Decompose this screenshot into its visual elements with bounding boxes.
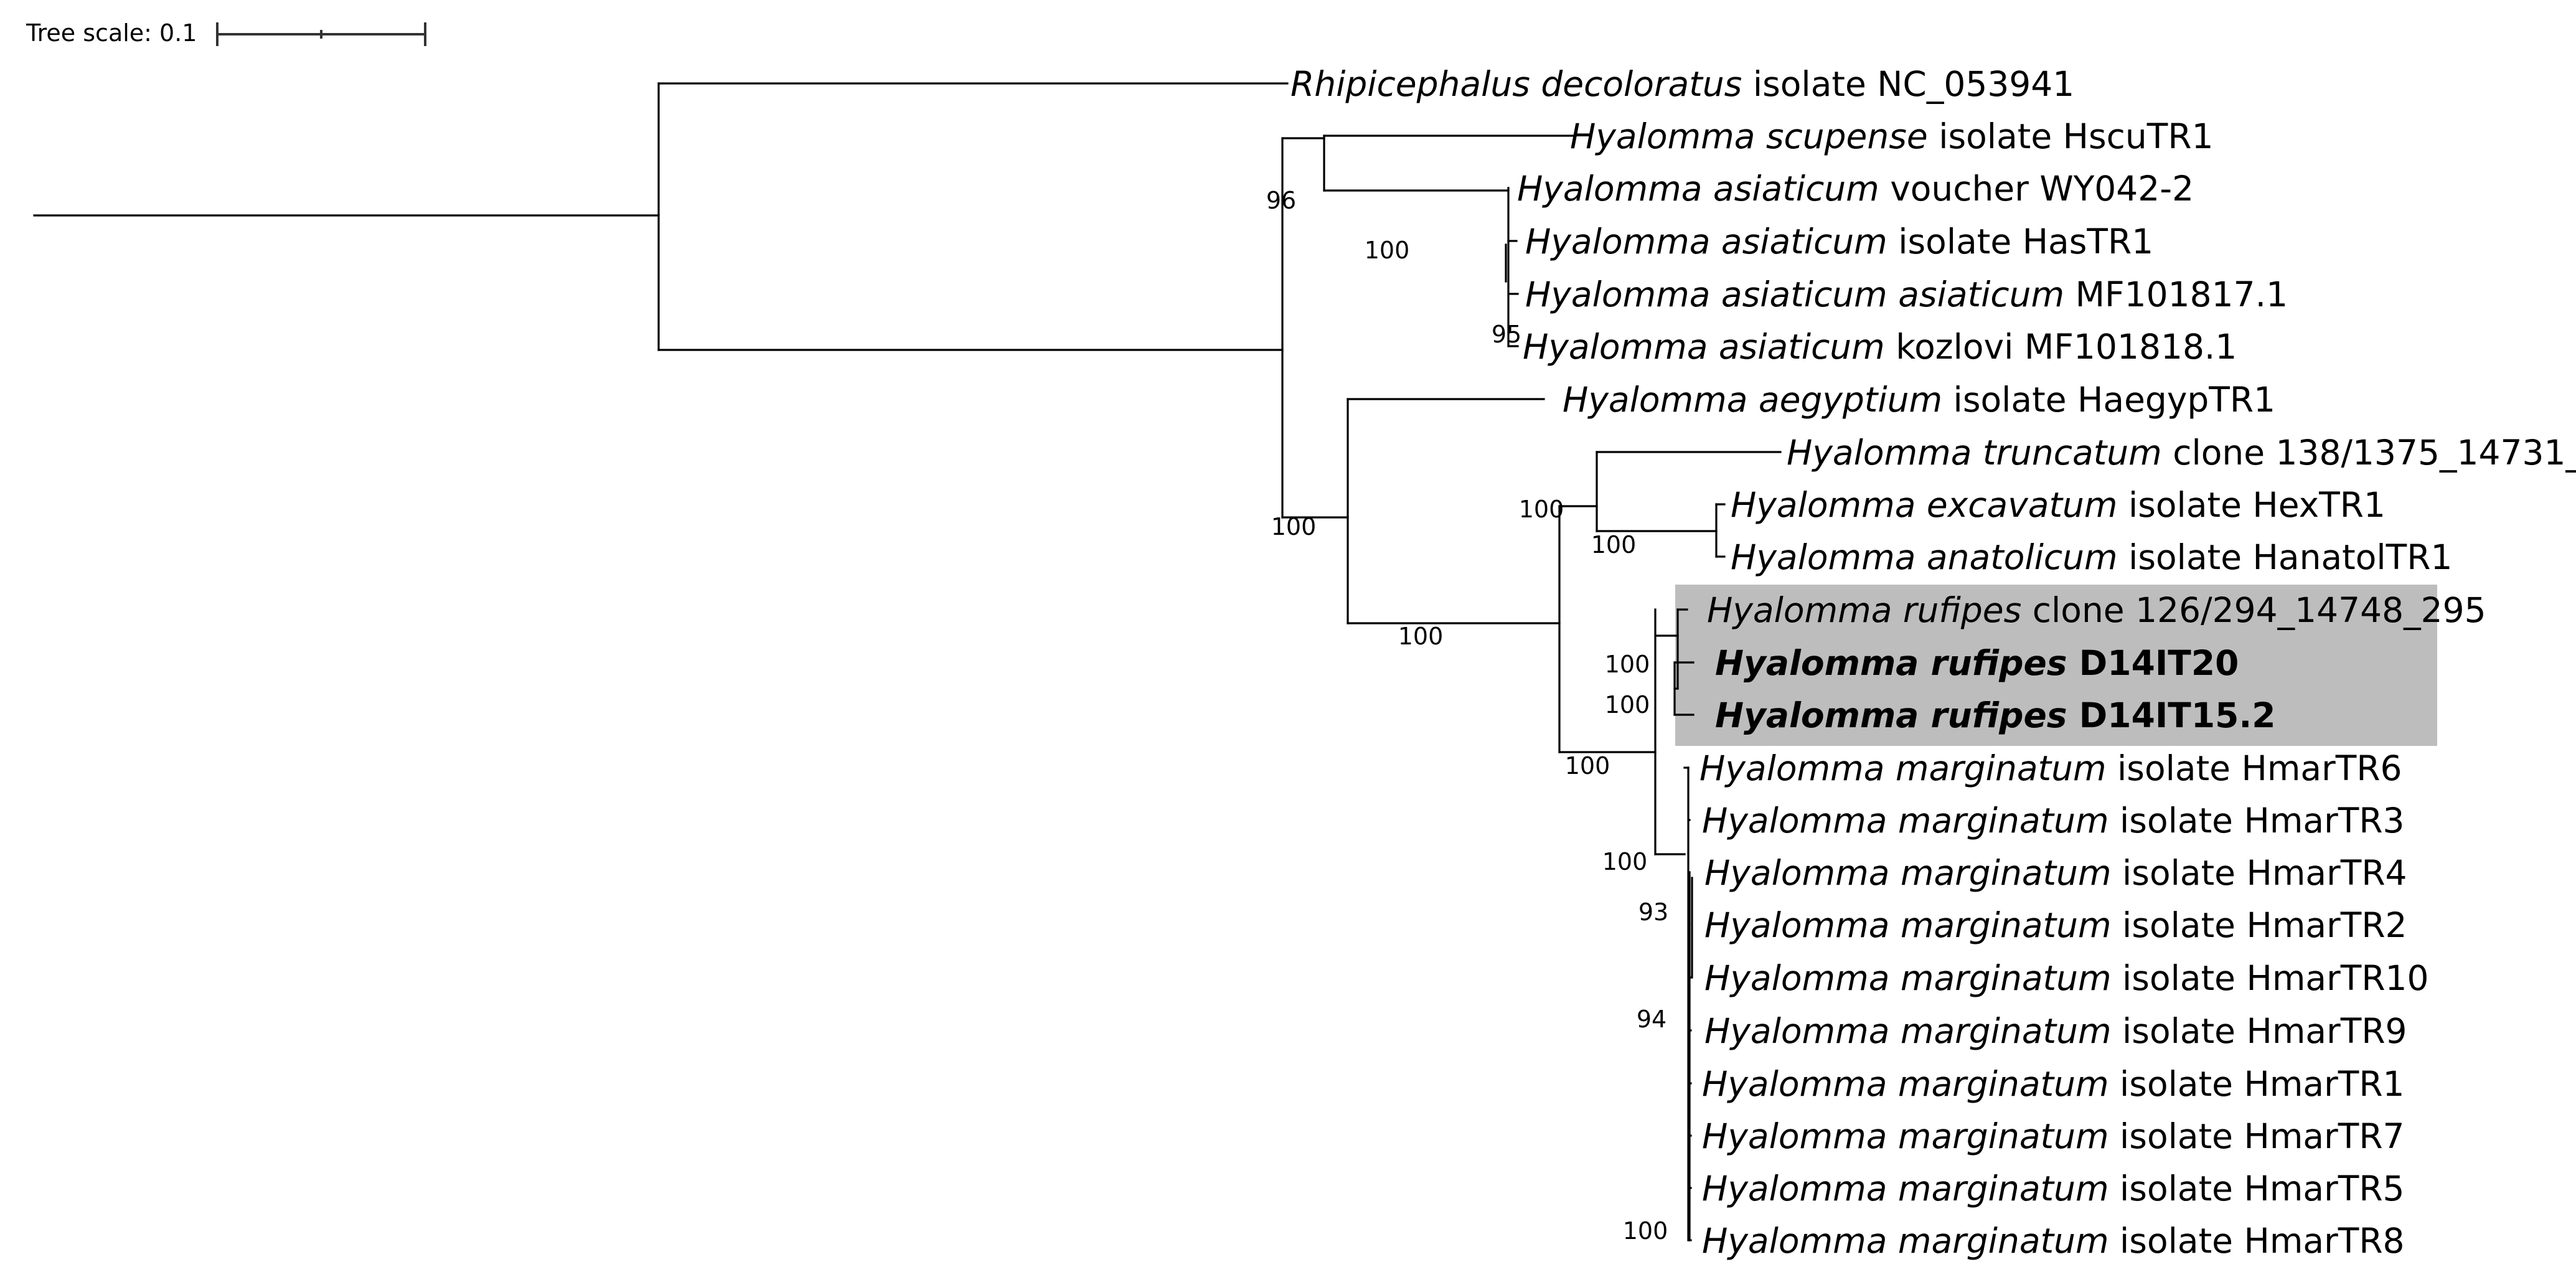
support-value: 100 bbox=[1271, 513, 1317, 540]
taxon-label: Hyalomma marginatum isolate HmarTR9 bbox=[1704, 1011, 2407, 1051]
taxon-species: Hyalomma truncatum bbox=[1787, 433, 2162, 473]
taxon-label: Hyalomma asiaticum voucher WY042-2 bbox=[1517, 169, 2194, 209]
taxon-species: Hyalomma rufipes bbox=[1707, 590, 2021, 630]
taxon-detail: isolate HmarTR2 bbox=[2112, 905, 2407, 945]
taxon-detail: isolate HmarTR5 bbox=[2109, 1169, 2405, 1208]
taxon-species: Hyalomma marginatum bbox=[1704, 853, 2112, 893]
taxon-label: Hyalomma aegyptium isolate HaegypTR1 bbox=[1563, 380, 2275, 420]
taxon-species: Hyalomma rufipes bbox=[1715, 643, 2067, 683]
taxon-species: Hyalomma scupense bbox=[1570, 116, 1928, 156]
branches bbox=[33, 82, 1782, 1241]
support-value: 100 bbox=[1591, 531, 1637, 558]
taxon-detail: isolate HmarTR8 bbox=[2109, 1221, 2405, 1261]
taxon-species: Hyalomma marginatum bbox=[1702, 801, 2109, 841]
taxon-species: Hyalomma rufipes bbox=[1715, 695, 2067, 735]
taxon-species: Hyalomma marginatum bbox=[1702, 1116, 2109, 1156]
taxon-label: Hyalomma scupense isolate HscuTR1 bbox=[1570, 116, 2214, 156]
taxon-species: Hyalomma asiaticum bbox=[1517, 169, 1879, 209]
taxon-label: Hyalomma marginatum isolate HmarTR8 bbox=[1702, 1221, 2405, 1261]
taxon-species: Hyalomma asiaticum bbox=[1523, 327, 1885, 367]
taxon-species: Hyalomma asiaticum bbox=[1525, 222, 1887, 261]
taxon-detail: isolate HasTR1 bbox=[1887, 222, 2153, 261]
taxon-label: Rhipicephalus decoloratus isolate NC_053… bbox=[1290, 64, 2074, 104]
taxon-species: Hyalomma asiaticum asiaticum bbox=[1525, 275, 2064, 314]
taxon-species: Hyalomma marginatum bbox=[1704, 1011, 2112, 1051]
taxon-species: Hyalomma aegyptium bbox=[1563, 380, 1942, 420]
taxon-label: Hyalomma asiaticum asiaticum MF101817.1 bbox=[1525, 275, 2288, 314]
taxon-label: Hyalomma asiaticum isolate HasTR1 bbox=[1525, 222, 2153, 261]
support-value: 94 bbox=[1637, 1006, 1666, 1033]
taxon-label: Hyalomma marginatum isolate HmarTR2 bbox=[1704, 905, 2407, 945]
taxon-label: Hyalomma marginatum isolate HmarTR5 bbox=[1702, 1169, 2405, 1208]
taxon-detail: clone 126/294_14748_295 bbox=[2021, 590, 2486, 630]
taxon-detail: MF101817.1 bbox=[2064, 275, 2288, 314]
taxon-label: Hyalomma rufipes D14IT15.2 bbox=[1715, 695, 2276, 735]
taxon-species: Hyalomma marginatum bbox=[1702, 1064, 2109, 1104]
taxon-label: Hyalomma marginatum isolate HmarTR6 bbox=[1699, 748, 2402, 788]
taxon-detail: isolate HmarTR7 bbox=[2109, 1116, 2405, 1156]
support-value: 93 bbox=[1638, 898, 1668, 926]
taxon-detail: isolate HmarTR6 bbox=[2107, 748, 2402, 788]
support-value: 100 bbox=[1605, 691, 1650, 718]
taxon-detail: isolate HexTR1 bbox=[2117, 485, 2386, 525]
taxon-detail: isolate HaegypTR1 bbox=[1942, 380, 2275, 420]
taxon-detail: voucher WY042-2 bbox=[1879, 169, 2194, 209]
support-value: 95 bbox=[1492, 321, 1521, 348]
taxon-label: Hyalomma excavatum isolate HexTR1 bbox=[1731, 485, 2386, 525]
taxon-detail: isolate HmarTR4 bbox=[2112, 853, 2407, 893]
taxon-label: Hyalomma marginatum isolate HmarTR3 bbox=[1702, 801, 2405, 841]
support-value: 100 bbox=[1602, 848, 1648, 875]
support-value: 96 bbox=[1266, 187, 1296, 214]
taxon-label: Hyalomma truncatum clone 138/1375_14731_… bbox=[1787, 433, 2576, 473]
taxon-label: Hyalomma marginatum isolate HmarTR4 bbox=[1704, 853, 2407, 893]
support-values: 96 100 95 100 100 100 100 100 100 100 100 93 94 100 bbox=[1266, 187, 1668, 1245]
taxon-detail: isolate HscuTR1 bbox=[1928, 116, 2214, 156]
taxon-detail: D14IT20 bbox=[2067, 643, 2239, 683]
taxon-species: Hyalomma anatolicum bbox=[1731, 537, 2118, 577]
taxon-species: Rhipicephalus decoloratus bbox=[1290, 64, 1742, 104]
tree-scale-label: Tree scale: 0.1 bbox=[26, 19, 197, 47]
support-value: 100 bbox=[1605, 651, 1650, 678]
taxon-labels: Rhipicephalus decoloratus isolate NC_053… bbox=[1290, 64, 2576, 1261]
taxon-label: Hyalomma rufipes clone 126/294_14748_295 bbox=[1707, 590, 2486, 630]
highlighted-clade bbox=[1675, 585, 2437, 746]
taxon-detail: isolate HmarTR10 bbox=[2112, 958, 2429, 998]
taxon-label: Hyalomma marginatum isolate HmarTR1 bbox=[1702, 1064, 2405, 1104]
taxon-species: Hyalomma marginatum bbox=[1702, 1221, 2109, 1261]
taxon-species: Hyalomma excavatum bbox=[1731, 485, 2117, 525]
taxon-detail: kozlovi MF101818.1 bbox=[1885, 327, 2237, 367]
taxon-label: Hyalomma marginatum isolate HmarTR10 bbox=[1704, 958, 2429, 998]
taxon-detail: isolate HmarTR1 bbox=[2109, 1064, 2405, 1104]
taxon-detail: clone 138/1375_14731_283 bbox=[2162, 433, 2576, 473]
support-value: 100 bbox=[1565, 752, 1610, 780]
taxon-species: Hyalomma marginatum bbox=[1704, 905, 2112, 945]
taxon-label: Hyalomma rufipes D14IT20 bbox=[1715, 643, 2239, 683]
taxon-species: Hyalomma marginatum bbox=[1699, 748, 2107, 788]
taxon-species: Hyalomma marginatum bbox=[1702, 1169, 2109, 1208]
taxon-detail: isolate HmarTR3 bbox=[2109, 801, 2405, 841]
taxon-detail: D14IT15.2 bbox=[2067, 695, 2276, 735]
support-value: 100 bbox=[1365, 237, 1410, 264]
support-value: 100 bbox=[1623, 1217, 1668, 1245]
taxon-detail: isolate HmarTR9 bbox=[2112, 1011, 2407, 1051]
tree-scale: Tree scale: 0.1 bbox=[26, 19, 426, 47]
taxon-label: Hyalomma anatolicum isolate HanatolTR1 bbox=[1731, 537, 2452, 577]
taxon-detail: isolate HanatolTR1 bbox=[2118, 537, 2453, 577]
taxon-detail: isolate NC_053941 bbox=[1742, 64, 2074, 104]
support-value: 100 bbox=[1519, 496, 1564, 523]
taxon-label: Hyalomma marginatum isolate HmarTR7 bbox=[1702, 1116, 2405, 1156]
taxon-label: Hyalomma asiaticum kozlovi MF101818.1 bbox=[1523, 327, 2237, 367]
taxon-species: Hyalomma marginatum bbox=[1704, 958, 2112, 998]
support-value: 100 bbox=[1398, 623, 1444, 650]
